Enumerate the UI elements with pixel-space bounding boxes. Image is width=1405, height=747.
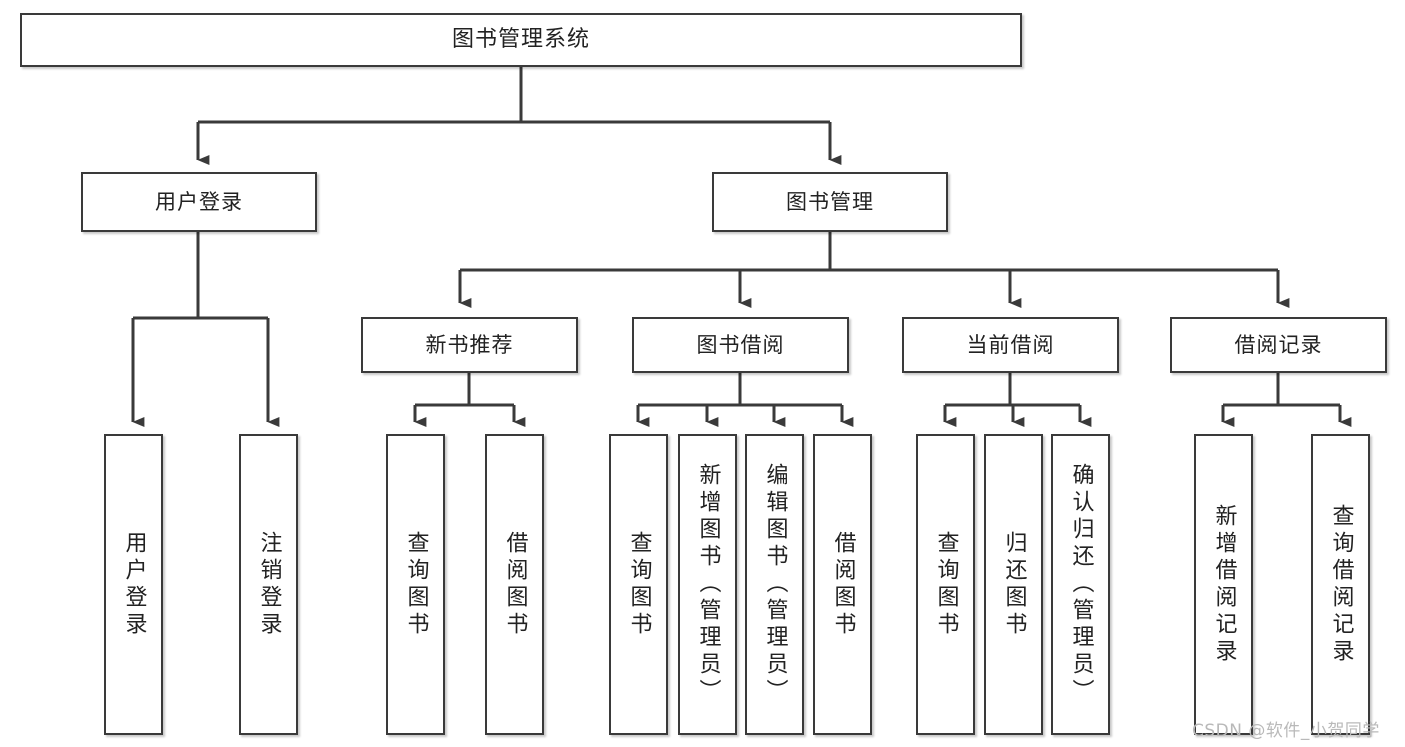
node-borrow-record[interactable]: 借阅记录 xyxy=(1170,317,1387,373)
node-bor-query-book[interactable]: 查询图书 xyxy=(609,434,668,735)
node-bor-add-book-label: 新增图书（管理员） xyxy=(695,463,721,706)
node-cur-return-book-label: 归还图书 xyxy=(1001,530,1027,639)
node-new-book-recommend-label: 新书推荐 xyxy=(425,332,514,357)
node-rec-borrow-book[interactable]: 借阅图书 xyxy=(485,434,544,735)
node-rec-query-record[interactable]: 查询借阅记录 xyxy=(1311,434,1370,735)
node-rec-query-book-label: 查询图书 xyxy=(403,530,429,639)
node-book-borrow-label: 图书借阅 xyxy=(696,332,785,357)
watermark-text: CSDN @软件_小贺同学 xyxy=(1192,721,1380,741)
node-bor-borrow-book-label: 借阅图书 xyxy=(830,530,856,639)
node-rec-add-record[interactable]: 新增借阅记录 xyxy=(1194,434,1253,735)
node-current-borrow-label: 当前借阅 xyxy=(966,332,1055,357)
node-cur-query-book-label: 查询图书 xyxy=(933,530,959,639)
node-bor-borrow-book[interactable]: 借阅图书 xyxy=(813,434,872,735)
node-logout-user[interactable]: 注销登录 xyxy=(239,434,298,735)
node-bor-query-book-label: 查询图书 xyxy=(626,530,652,639)
node-root[interactable]: 图书管理系统 xyxy=(20,13,1022,67)
node-login-user-label: 用户登录 xyxy=(121,530,147,639)
node-book-borrow[interactable]: 图书借阅 xyxy=(632,317,849,373)
node-user-login[interactable]: 用户登录 xyxy=(81,172,317,232)
node-bor-edit-book[interactable]: 编辑图书（管理员） xyxy=(745,434,804,735)
node-book-manage[interactable]: 图书管理 xyxy=(712,172,948,232)
node-user-login-label: 用户登录 xyxy=(155,189,243,214)
node-logout-user-label: 注销登录 xyxy=(256,530,282,639)
node-bor-edit-book-label: 编辑图书（管理员） xyxy=(762,463,788,706)
node-rec-add-record-label: 新增借阅记录 xyxy=(1211,503,1237,666)
node-cur-confirm-return[interactable]: 确认归还（管理员） xyxy=(1051,434,1110,735)
node-cur-return-book[interactable]: 归还图书 xyxy=(984,434,1043,735)
node-cur-confirm-return-label: 确认归还（管理员） xyxy=(1068,463,1094,706)
node-rec-query-record-label: 查询借阅记录 xyxy=(1328,503,1354,666)
node-bor-add-book[interactable]: 新增图书（管理员） xyxy=(678,434,737,735)
node-book-manage-label: 图书管理 xyxy=(786,189,874,214)
node-borrow-record-label: 借阅记录 xyxy=(1234,332,1323,357)
node-root-label: 图书管理系统 xyxy=(451,27,590,53)
node-new-book-recommend[interactable]: 新书推荐 xyxy=(361,317,578,373)
node-login-user[interactable]: 用户登录 xyxy=(104,434,163,735)
node-rec-query-book[interactable]: 查询图书 xyxy=(386,434,445,735)
node-current-borrow[interactable]: 当前借阅 xyxy=(902,317,1119,373)
node-rec-borrow-book-label: 借阅图书 xyxy=(502,530,528,639)
node-cur-query-book[interactable]: 查询图书 xyxy=(916,434,975,735)
